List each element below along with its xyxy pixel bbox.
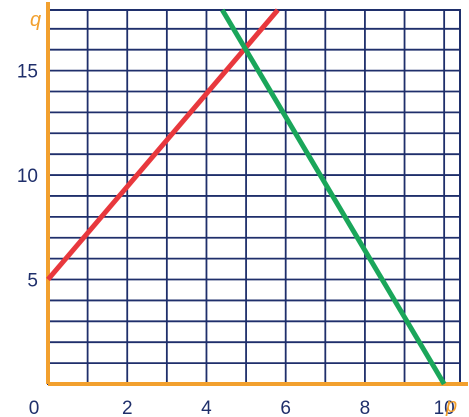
series-line-2 <box>220 8 447 386</box>
y-tick-label: 10 <box>17 166 38 187</box>
x-tick-label: 10 <box>434 398 455 417</box>
x-tick-label: 4 <box>201 398 212 417</box>
tick-labels: 0 2 4 6 8 10 5 10 15 <box>17 62 455 417</box>
x-tick-label: 8 <box>360 398 371 417</box>
y-tick-label: 15 <box>17 62 38 83</box>
series-line-1 <box>46 8 280 282</box>
x-axis-label: p <box>445 395 457 417</box>
x-tick-label: 2 <box>122 398 133 417</box>
axes <box>46 2 468 386</box>
x-tick-label: 6 <box>280 398 291 417</box>
y-axis-label: q <box>30 9 41 31</box>
series-lines <box>46 8 447 386</box>
y-tick-label: 5 <box>27 271 38 292</box>
grid <box>47 9 461 385</box>
x-tick-label: 0 <box>29 398 40 417</box>
